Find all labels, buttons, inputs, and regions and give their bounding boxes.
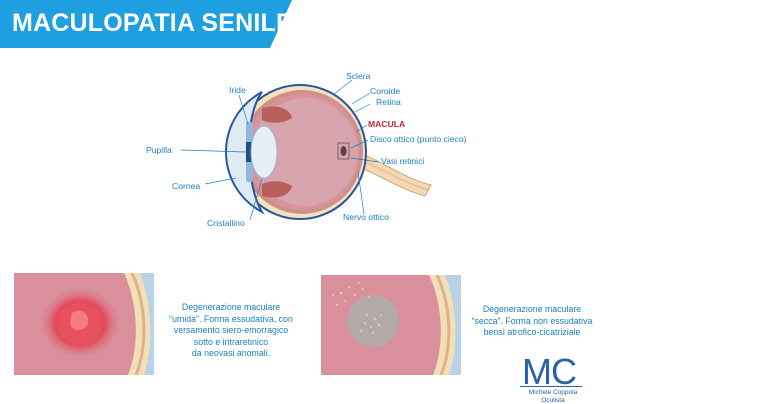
- logo-divider: [520, 386, 582, 387]
- wet-caption-line1: Degenerazione maculare: [156, 302, 306, 314]
- label-nervo-ottico: Nervo ottico: [343, 213, 389, 222]
- dry-caption-line2: “secca”. Forma non essudativa: [462, 316, 602, 328]
- label-iride: Iride: [229, 86, 246, 95]
- label-cornea: Cornea: [172, 182, 200, 191]
- wet-caption-line3: versamento siero-emorragico: [156, 325, 306, 337]
- dry-amd-illustration: [321, 275, 461, 375]
- wet-caption-line4: sotto e intraretinico: [156, 337, 306, 349]
- label-sclera: Sclera: [346, 72, 370, 81]
- wet-caption-line2: “umida”. Forma essudativa, con: [156, 314, 306, 326]
- label-retina: Retina: [376, 98, 401, 107]
- logo-initials: MC: [522, 354, 576, 390]
- lens: [251, 126, 277, 178]
- label-vasi-retinici: Vasi retinici: [381, 157, 424, 166]
- logo-name: Michele Coppola: [518, 389, 588, 397]
- wet-amd-illustration: [14, 273, 154, 375]
- dry-caption-line1: Degenerazione maculare: [462, 304, 602, 316]
- dry-caption-line3: bensì atrofico-cicatriziale: [462, 327, 602, 339]
- label-disco-ottico: Disco ottico (punto cieco): [370, 135, 466, 144]
- wet-caption-line5: da neovasi anomali.: [156, 348, 306, 360]
- label-pupilla: Pupilla: [146, 146, 172, 155]
- label-macula: MACULA: [368, 120, 405, 129]
- label-cristallino: Cristallino: [207, 219, 245, 228]
- label-coroide: Coroide: [370, 87, 400, 96]
- logo-caption: Michele Coppola Oculista: [518, 389, 588, 404]
